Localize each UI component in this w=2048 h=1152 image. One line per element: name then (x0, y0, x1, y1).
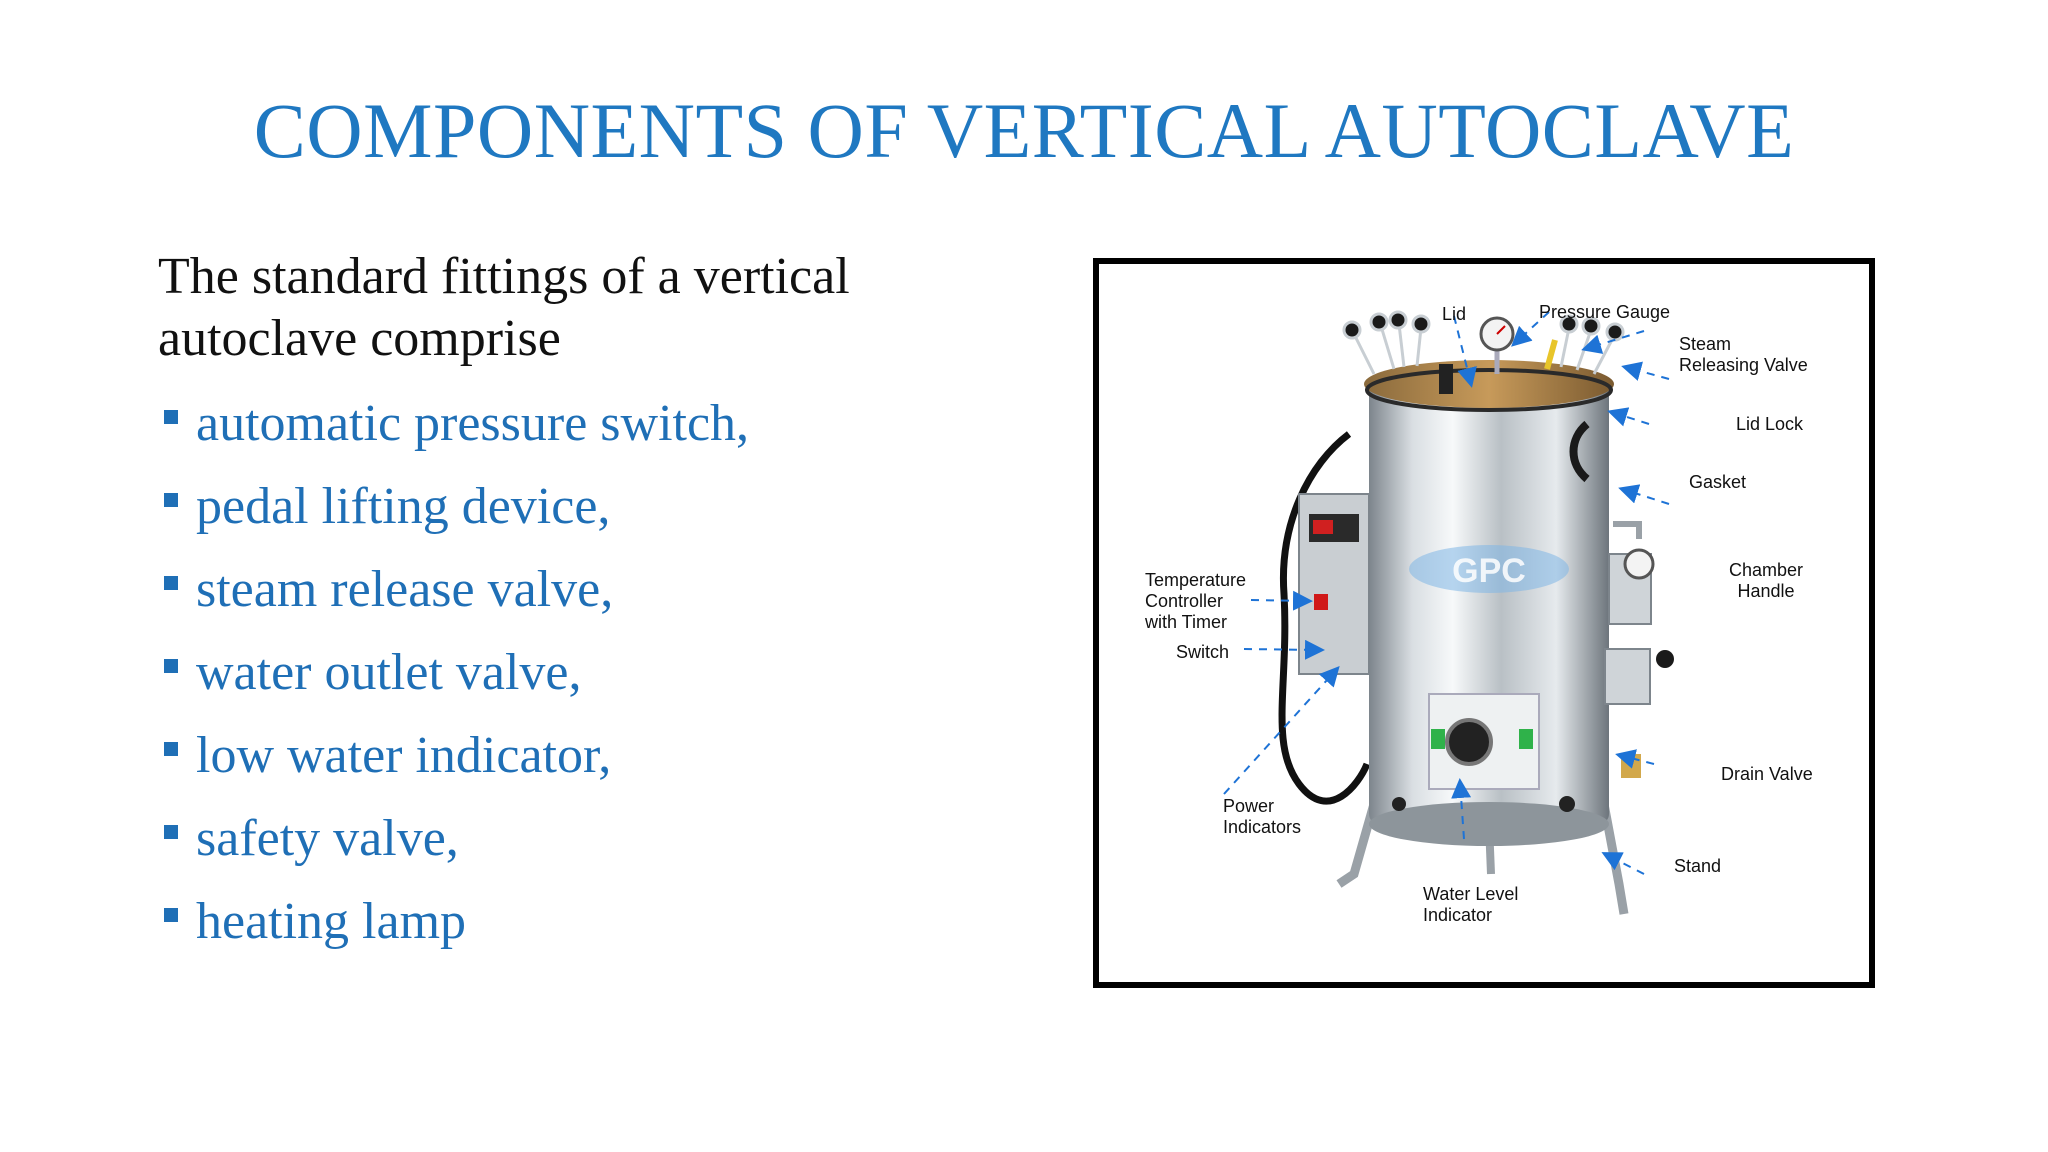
label-steam-releasing-valve: Steam Releasing Valve (1679, 334, 1808, 375)
label-gasket: Gasket (1689, 472, 1747, 492)
label-switch: Switch (1176, 642, 1230, 662)
stand-leg (1599, 803, 1629, 915)
label-chamber-handle: Chamber Handle (1729, 560, 1804, 601)
intro-text: The standard fittings of a vertical auto… (158, 248, 850, 367)
label-drain-valve: Drain Valve (1721, 764, 1813, 784)
gasket-shape (1365, 368, 1613, 412)
square-bullet-icon (164, 742, 178, 756)
list-item: heating lamp (158, 890, 749, 973)
steam-valve-shape (1544, 339, 1558, 370)
front-handle (1569, 420, 1590, 483)
list-item: steam release valve, (158, 558, 749, 641)
square-bullet-icon (164, 410, 178, 424)
list-item: pedal lifting device, (158, 475, 749, 558)
square-bullet-icon (164, 493, 178, 507)
label-power-indicators: Power Indicators (1223, 796, 1302, 837)
fittings-list: automatic pressure switch, pedal lifting… (158, 392, 749, 973)
list-item: water outlet valve, (158, 641, 749, 724)
watermark-text: GPC (1452, 552, 1526, 590)
list-item: low water indicator, (158, 724, 749, 807)
label-pressure-gauge: Pressure Gauge (1539, 302, 1671, 322)
stand-leg (1336, 802, 1379, 888)
label-stand: Stand (1674, 856, 1722, 876)
label-temperature-controller: Temperature Controller with Timer (1145, 570, 1247, 632)
label-water-level-indicator: Water Level Indicator (1423, 884, 1519, 925)
label-lid-lock: Lid Lock (1736, 414, 1804, 434)
square-bullet-icon (164, 576, 178, 590)
square-bullet-icon (164, 825, 178, 839)
label-lid: Lid (1442, 304, 1467, 324)
square-bullet-icon (164, 908, 178, 922)
drain-valve-shape (1621, 754, 1641, 778)
pointer-arrows (1223, 311, 1670, 875)
autoclave-illustration: GPC (1223, 310, 1674, 915)
list-item: automatic pressure switch, (158, 392, 749, 475)
chamber-handle-shape (1613, 521, 1642, 539)
lid-handle (1439, 364, 1453, 394)
slide-title: COMPONENTS OF VERTICAL AUTOCLAVE (253, 87, 1795, 174)
autoclave-figure: GPC Lid Pressure Gauge Steam Releasing V… (1093, 258, 1875, 988)
lid-lock-knobs (1342, 310, 1625, 375)
switch-shape (1314, 594, 1328, 610)
list-item: safety valve, (158, 807, 749, 890)
side-gauge (1623, 548, 1655, 580)
chamber-bottom (1369, 802, 1609, 846)
square-bullet-icon (164, 659, 178, 673)
